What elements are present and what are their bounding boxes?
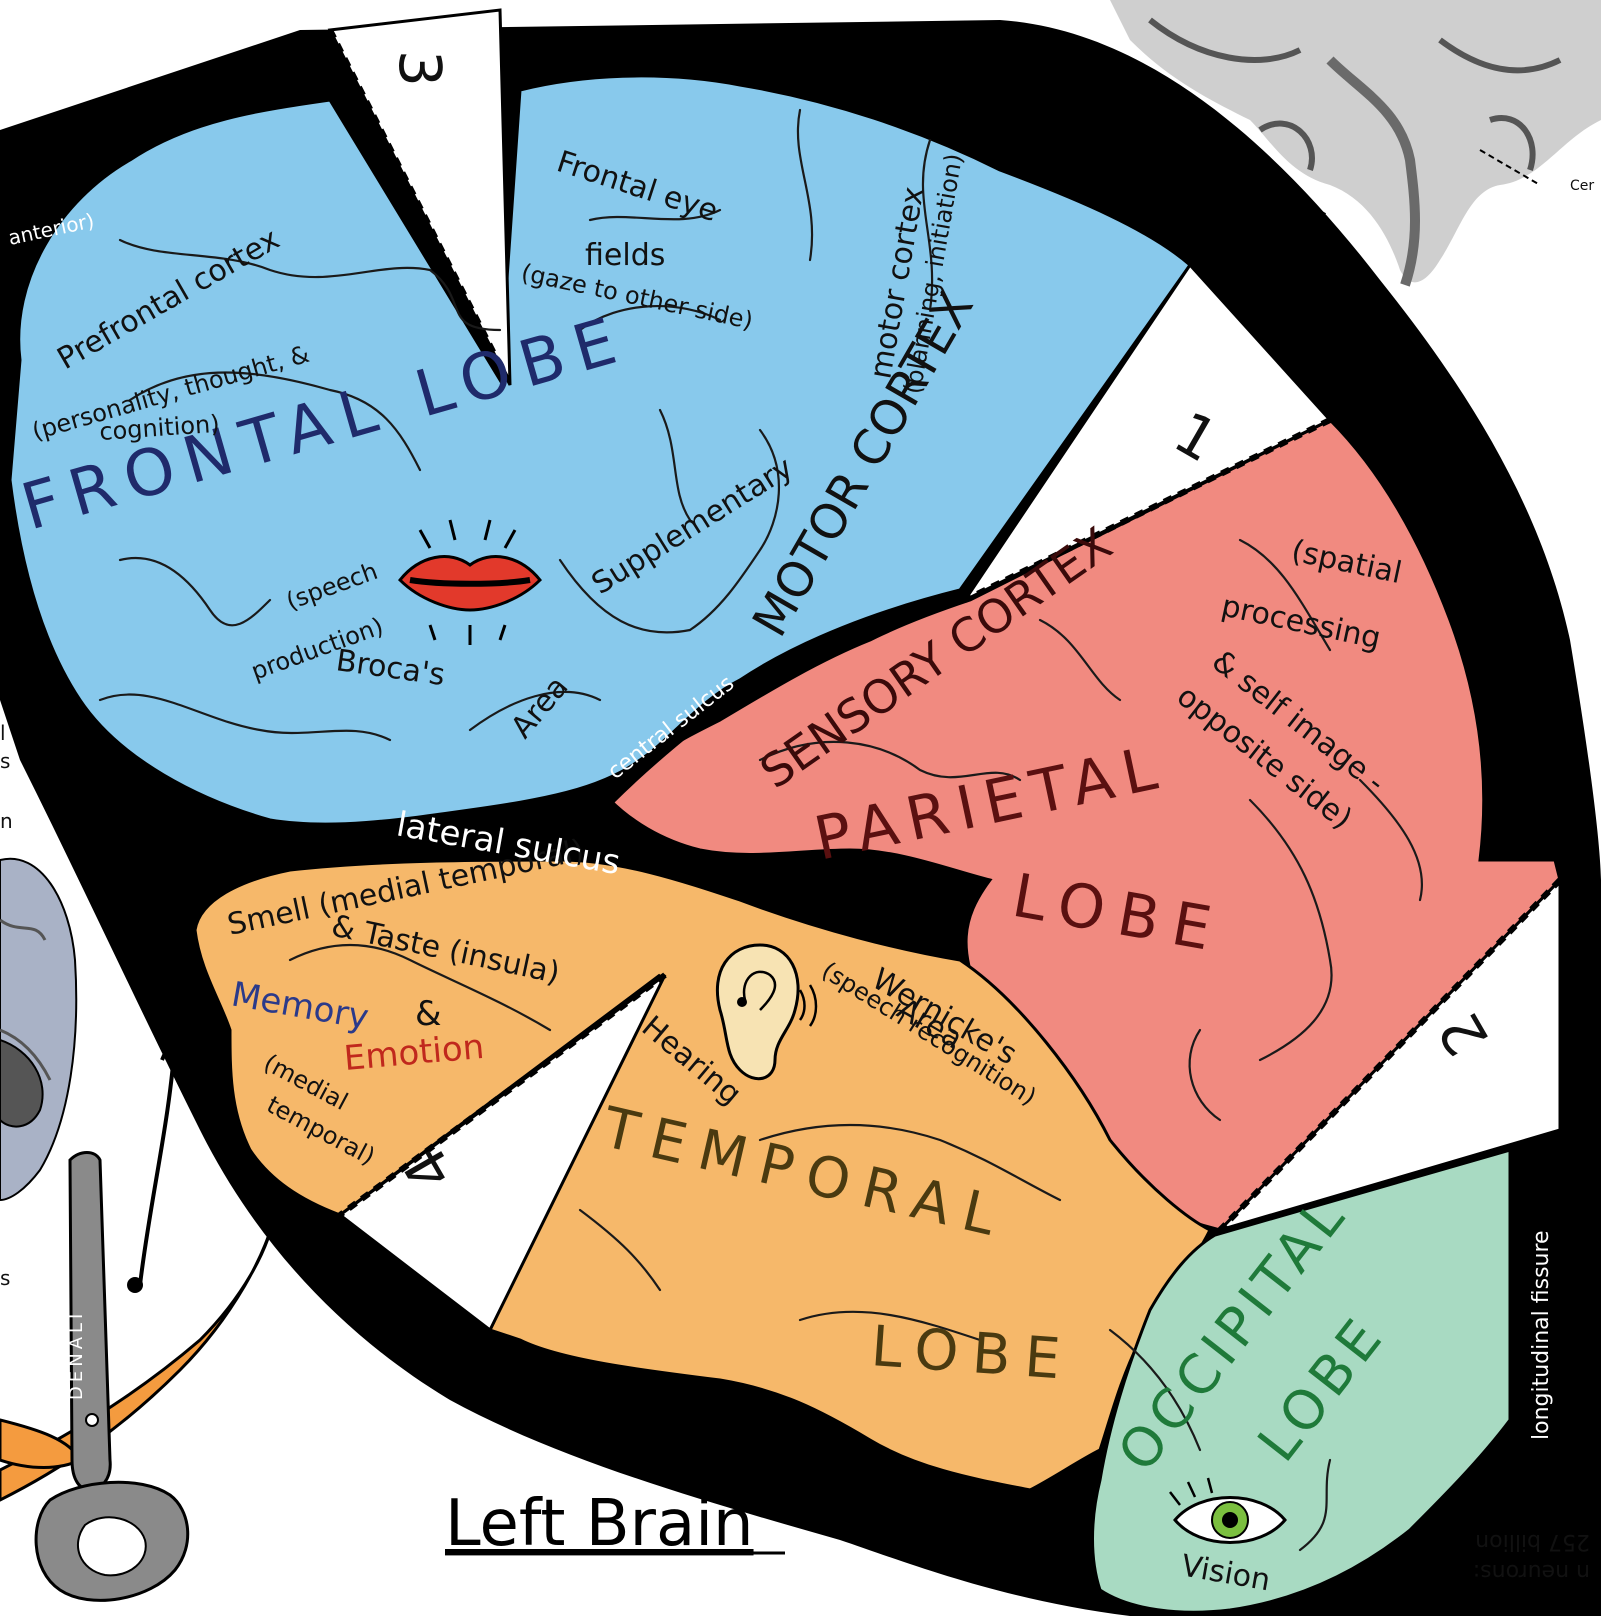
eye-fields-label-2: fields <box>585 238 665 273</box>
scissors-brand: DENALI <box>66 1310 87 1400</box>
longitudinal-fissure-label: longitudinal fissure <box>1529 1230 1554 1440</box>
margin-letter: s <box>0 1266 10 1290</box>
partial-label-right: Cer <box>1570 178 1594 194</box>
brain-thumbnail-left <box>0 859 76 1200</box>
margin-letter: l <box>0 721 6 745</box>
upside-down-text-1: 257 billion <box>1475 1529 1590 1554</box>
fold-tab-3: 3 <box>386 50 454 87</box>
scissors-icon: DENALI <box>0 1153 275 1601</box>
page-title: Left Brain <box>445 1487 754 1561</box>
upside-down-text-2: n neurons: <box>1473 1559 1590 1584</box>
arrow-icon <box>140 1040 175 1285</box>
margin-letter: s <box>0 749 10 773</box>
margin-letter: n <box>0 809 13 833</box>
arrow-dot <box>127 1277 143 1293</box>
memory-amp: & <box>415 994 442 1034</box>
